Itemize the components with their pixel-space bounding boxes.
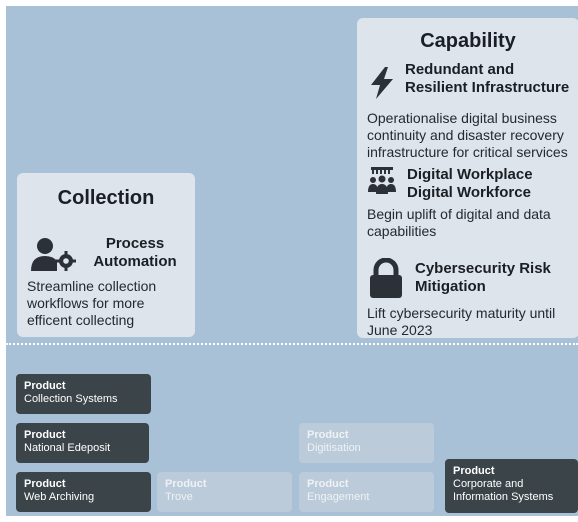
product-label: Product: [307, 478, 349, 490]
item-title: Redundant and Resilient Infrastructure: [405, 61, 570, 96]
product-label: Product: [24, 380, 66, 392]
capability-item: Redundant and Resilient Infrastructure O…: [367, 61, 577, 161]
product-label: Product: [165, 478, 207, 490]
capability-item: Cybersecurity Risk Mitigation Lift cyber…: [367, 257, 577, 339]
item-title: Digital Workplace Digital Workforce: [407, 166, 533, 201]
capability-title: Capability: [420, 30, 516, 52]
product-label: Product: [307, 429, 349, 441]
workplace-people-icon: [367, 166, 397, 201]
product-name: Engagement: [307, 491, 370, 503]
lock-icon: [369, 257, 403, 303]
product-digitisation[interactable]: Product Digitisation: [299, 423, 434, 463]
product-national-edeposit[interactable]: Product National Edeposit: [16, 423, 149, 463]
section-divider: [6, 343, 578, 345]
product-trove[interactable]: Product Trove: [157, 472, 292, 512]
collection-item: Process Automation Streamline collection…: [27, 235, 193, 329]
item-title: Cybersecurity Risk Mitigation: [415, 260, 551, 295]
product-name: Corporate and Information Systems: [453, 478, 554, 503]
product-label: Product: [24, 429, 66, 441]
item-description: Begin uplift of digital and data capabil…: [367, 206, 551, 239]
product-name: Web Archiving: [24, 491, 95, 503]
product-name: Trove: [165, 491, 193, 503]
product-corporate-information-systems[interactable]: Product Corporate and Information System…: [445, 459, 578, 513]
collection-card: Collection Process Automation Streamline…: [17, 173, 195, 337]
product-name: Digitisation: [307, 442, 361, 454]
product-label: Product: [24, 478, 66, 490]
item-title: Process Automation: [93, 235, 177, 270]
product-name: National Edeposit: [24, 442, 111, 454]
collection-title: Collection: [57, 187, 155, 209]
user-gear-icon: [31, 237, 77, 276]
product-collection-systems[interactable]: Product Collection Systems: [16, 374, 151, 414]
product-label: Product: [453, 465, 495, 477]
product-name: Collection Systems: [24, 393, 118, 405]
item-description: Streamline collection workflows for more…: [27, 278, 157, 328]
capability-card: Capability Redundant and Resilient Infra…: [357, 18, 578, 338]
lightning-bolt-icon: [369, 67, 395, 104]
product-engagement[interactable]: Product Engagement: [299, 472, 434, 512]
capability-item: Digital Workplace Digital Workforce Begi…: [367, 166, 577, 240]
item-description: Lift cybersecurity maturity until June 2…: [367, 305, 556, 338]
item-description: Operationalise digital business continui…: [367, 110, 568, 160]
product-web-archiving[interactable]: Product Web Archiving: [16, 472, 151, 512]
